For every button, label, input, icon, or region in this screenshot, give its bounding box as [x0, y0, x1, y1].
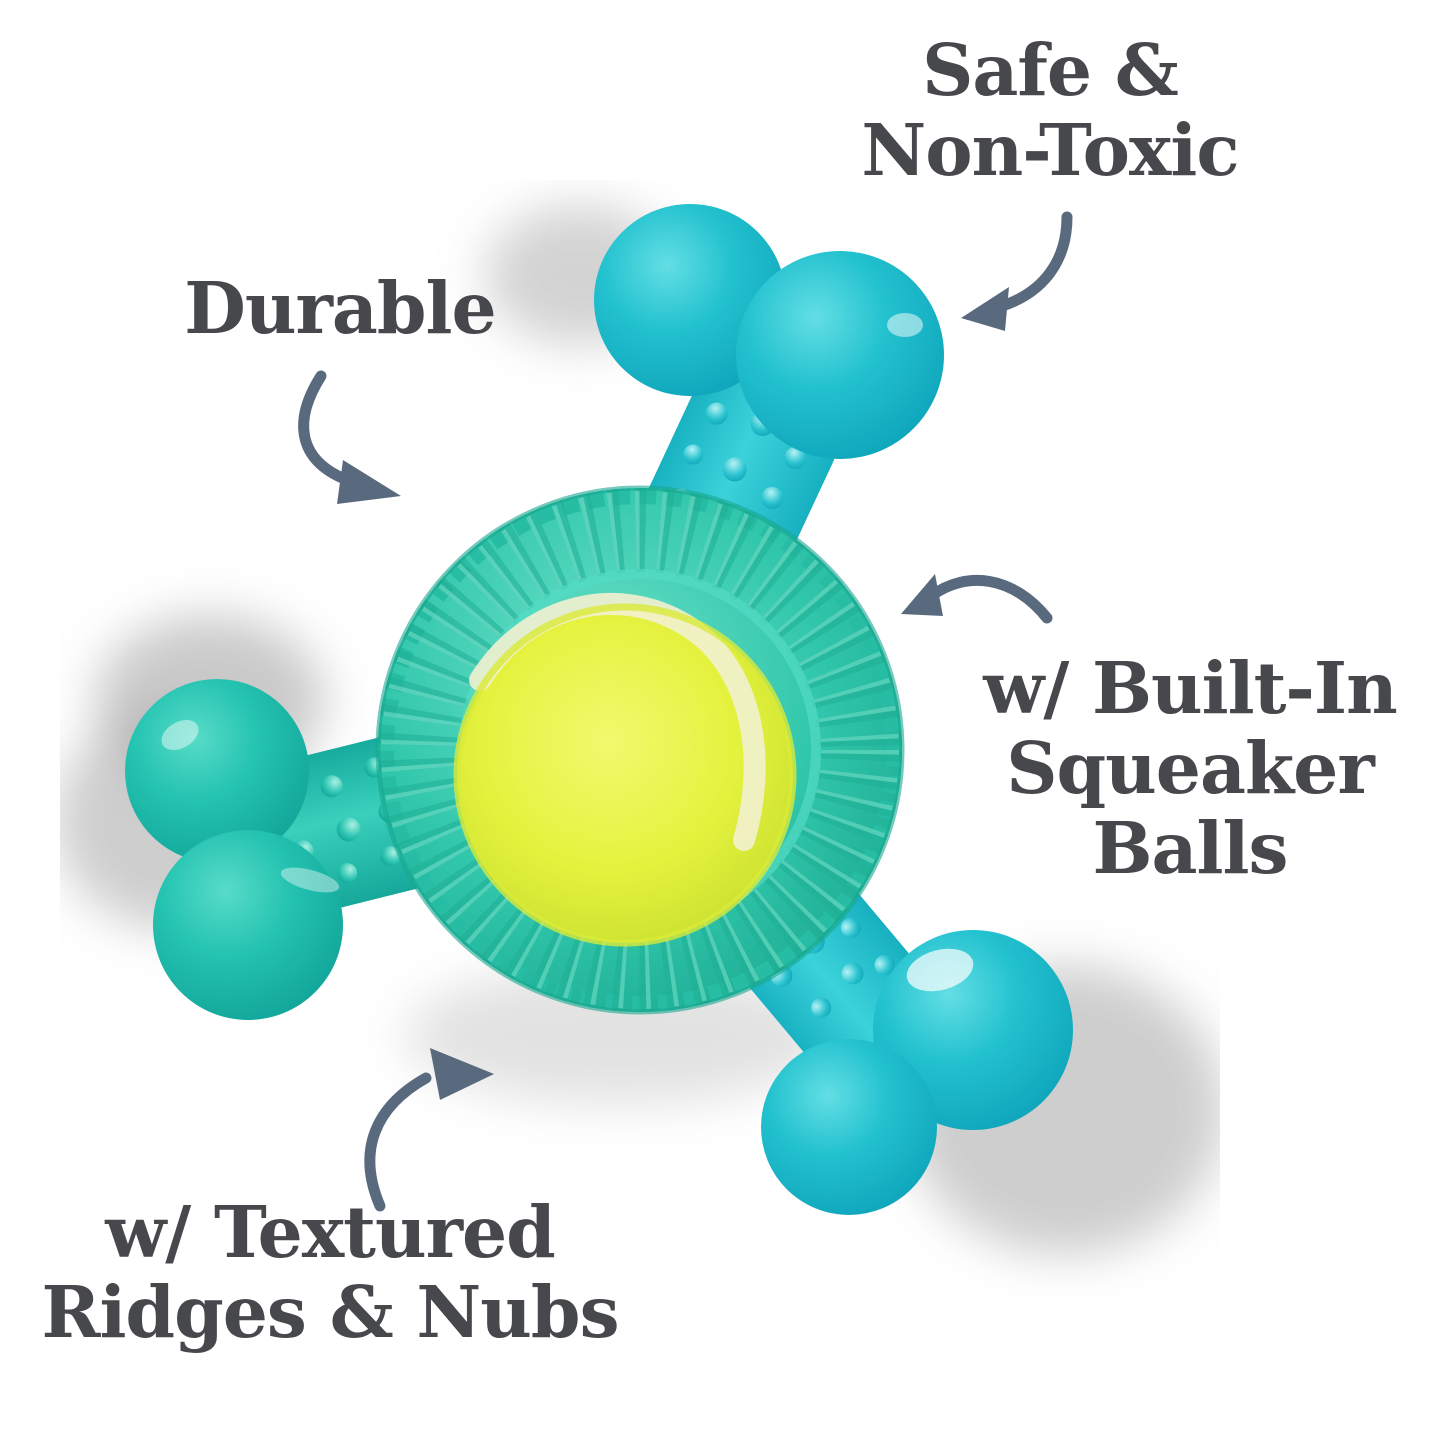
safe-non-toxic-arrow-icon — [961, 211, 1073, 331]
durable-arrow-icon — [298, 370, 401, 504]
callout-built-in-squeaker: w/ Built-In Squeaker Balls — [960, 648, 1420, 889]
textured-ridges-arrow-icon — [364, 1048, 494, 1212]
callout-line: Non-Toxic — [861, 108, 1239, 193]
callout-textured-ridges: w/ Textured Ridges & Nubs — [20, 1190, 640, 1355]
callout-line: w/ Textured — [105, 1190, 556, 1274]
callout-line: Balls — [1092, 806, 1289, 891]
callout-line: w/ Built-In — [983, 646, 1397, 730]
callout-line: Safe & — [922, 28, 1179, 112]
callout-durable: Durable — [130, 268, 550, 348]
callout-line: Durable — [184, 266, 496, 350]
dog-toy-image — [60, 204, 1220, 1255]
callout-line: Squeaker — [1006, 726, 1375, 811]
callout-line: Ridges & Nubs — [41, 1270, 619, 1355]
tennis-ball-seam — [469, 593, 766, 851]
built-in-squeaker-arrow-icon — [901, 574, 1053, 624]
tennis-ball — [453, 593, 797, 947]
callout-safe-non-toxic: Safe & Non-Toxic — [840, 28, 1260, 193]
